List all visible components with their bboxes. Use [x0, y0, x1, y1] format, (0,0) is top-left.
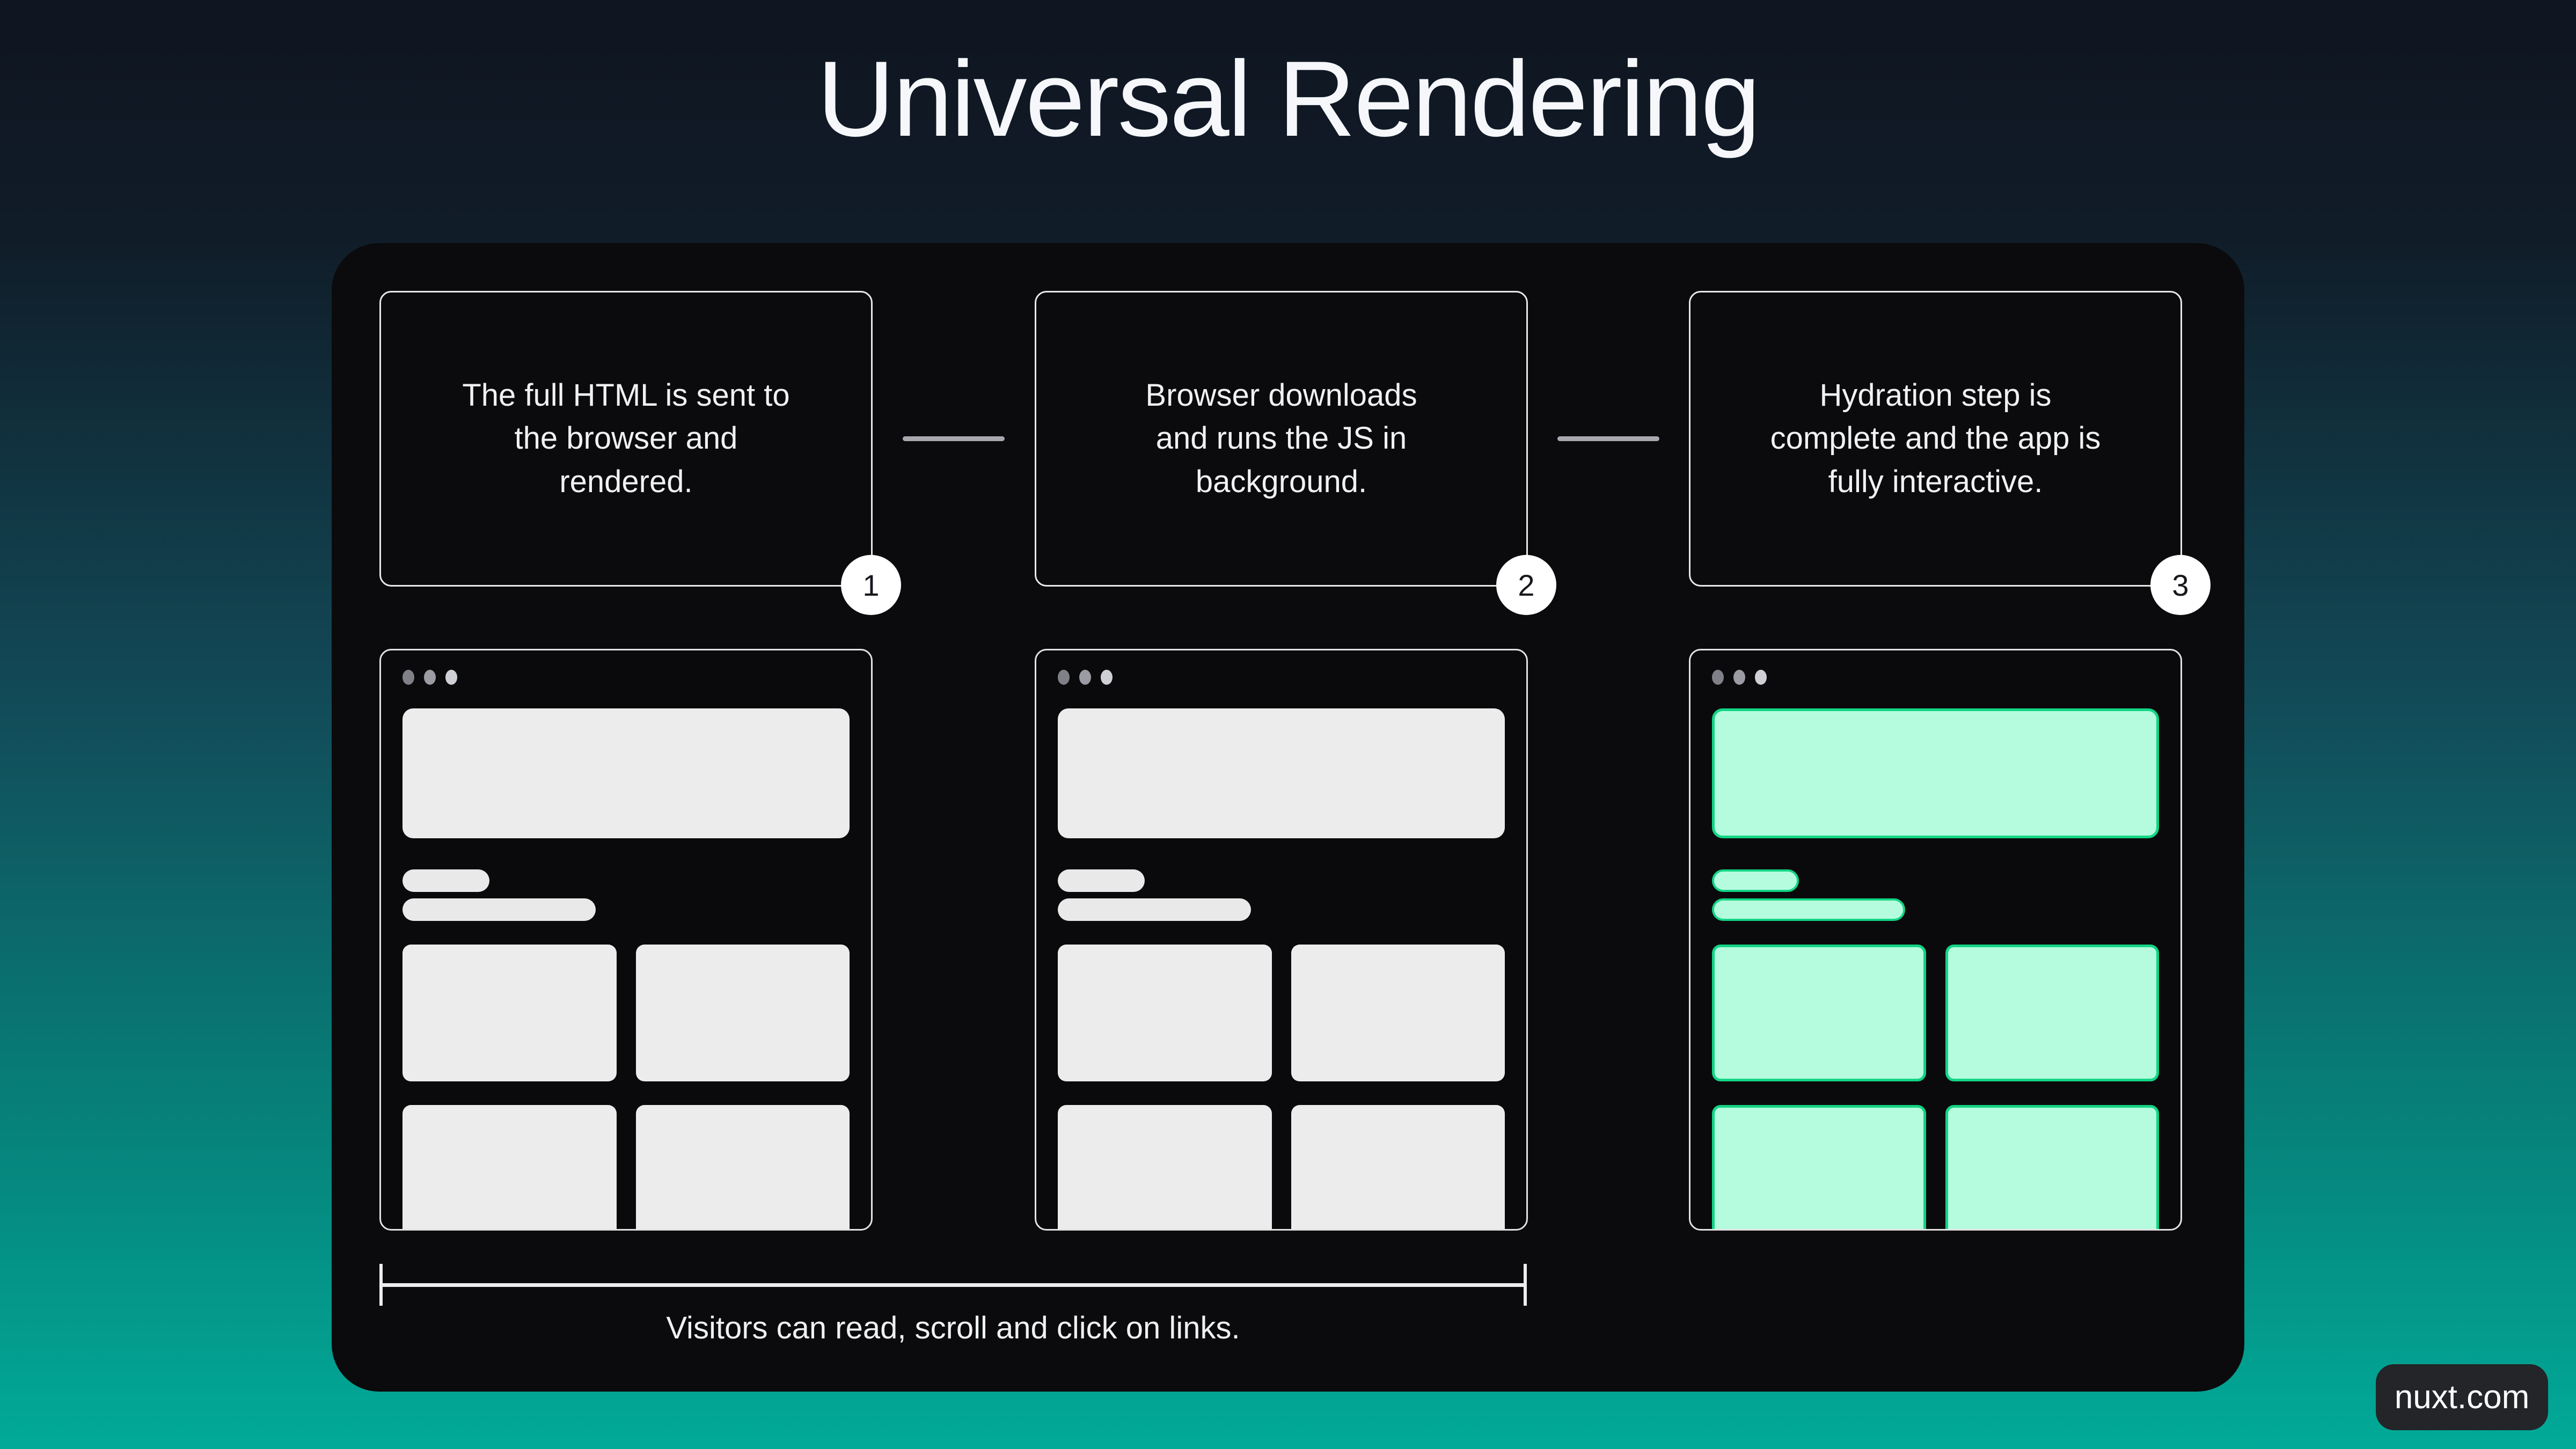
- skeleton-text-bar-short: [402, 869, 489, 892]
- ruler-line: [379, 1283, 1527, 1287]
- hydrated-card-grid: [1712, 945, 2159, 1229]
- window-controls: [1712, 670, 2159, 685]
- connector-line-2-3: [1557, 436, 1659, 441]
- step-number-badge-3: 3: [2150, 555, 2211, 615]
- skeleton-text-bar-long: [402, 898, 596, 921]
- skeleton-card: [1291, 1105, 1505, 1229]
- skeleton-card-grid: [1058, 945, 1505, 1229]
- step-box-2: Browser downloads and runs the JS in bac…: [1035, 291, 1556, 615]
- ruler-caption: Visitors can read, scroll and click on l…: [666, 1311, 1240, 1345]
- hydrated-text-bar-long: [1712, 898, 1905, 921]
- step-text-3: Hydration step is complete and the app i…: [1770, 378, 2101, 499]
- skeleton-text-bar-long: [1058, 898, 1251, 921]
- window-dot-icon: [424, 670, 436, 685]
- step-number-badge-2: 2: [1496, 555, 1556, 615]
- hydrated-text-bar-short: [1712, 869, 1799, 892]
- browser-window-1: [379, 649, 873, 1231]
- step-number-badge-1: 1: [841, 555, 901, 615]
- browser-window-2: [1035, 649, 1528, 1231]
- window-dot-icon: [1079, 670, 1091, 685]
- skeleton-hero-block: [402, 708, 850, 838]
- window-controls: [1058, 670, 1505, 685]
- hydrated-card: [1945, 1105, 2159, 1229]
- window-dot-icon: [445, 670, 457, 685]
- skeleton-text-bar-short: [1058, 869, 1145, 892]
- window-controls: [402, 670, 850, 685]
- hydrated-card: [1945, 945, 2159, 1081]
- window-dot-icon: [402, 670, 414, 685]
- browser-window-3-hydrated: [1689, 649, 2182, 1231]
- skeleton-card: [635, 1105, 850, 1229]
- skeleton-card: [402, 945, 617, 1081]
- hydrated-card: [1712, 945, 1926, 1081]
- window-dot-icon: [1058, 670, 1070, 685]
- step-box-1: The full HTML is sent to the browser and…: [379, 291, 901, 615]
- skeleton-card: [1291, 945, 1505, 1081]
- step-text-2: Browser downloads and runs the JS in bac…: [1145, 378, 1417, 499]
- skeleton-hero-block: [1058, 708, 1505, 838]
- window-dot-icon: [1733, 670, 1745, 685]
- skeleton-card: [402, 1105, 617, 1229]
- nuxt-watermark-badge: nuxt.com: [2376, 1364, 2548, 1430]
- hydrated-card: [1712, 1105, 1926, 1229]
- skeleton-card: [1058, 945, 1272, 1081]
- window-dot-icon: [1755, 670, 1767, 685]
- window-dot-icon: [1101, 670, 1113, 685]
- page-title: Universal Rendering: [817, 39, 1760, 159]
- skeleton-card: [635, 945, 850, 1081]
- ruler-end-cap-right: [1524, 1264, 1527, 1306]
- skeleton-card: [1058, 1105, 1272, 1229]
- step-text-1: The full HTML is sent to the browser and…: [462, 378, 790, 499]
- hydrated-hero-block: [1712, 708, 2159, 838]
- window-dot-icon: [1712, 670, 1724, 685]
- connector-line-1-2: [903, 436, 1005, 441]
- skeleton-card-grid: [402, 945, 850, 1229]
- diagram-panel: The full HTML is sent to the browser and…: [332, 243, 2244, 1392]
- step-box-3: Hydration step is complete and the app i…: [1689, 291, 2211, 615]
